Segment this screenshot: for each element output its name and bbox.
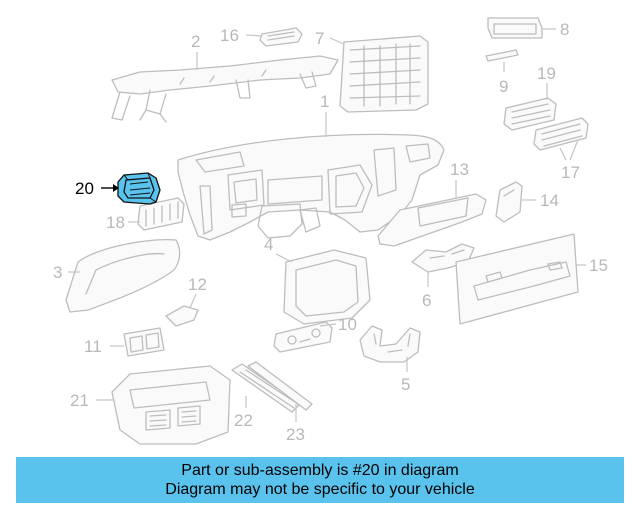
leader-17	[559, 139, 579, 161]
leader-12	[189, 293, 197, 309]
part-1-instrument-panel	[177, 133, 445, 241]
label-23: 23	[286, 425, 305, 444]
part-9-strip	[485, 49, 519, 62]
label-13: 13	[450, 160, 469, 179]
part-11-switch-block	[123, 327, 165, 357]
part-info-banner: Part or sub-assembly is #20 in diagram D…	[16, 457, 624, 503]
part-18-vent-grille	[137, 197, 185, 231]
label-8: 8	[560, 20, 569, 39]
part-13-lower-panel	[377, 193, 487, 247]
label-9: 9	[499, 77, 508, 96]
part-16-vent	[259, 27, 303, 47]
part-15-trim-panel	[455, 233, 579, 325]
arrow-20-icon	[113, 184, 119, 192]
banner-line-1: Part or sub-assembly is #20 in diagram	[181, 462, 459, 479]
part-19-vent	[503, 97, 557, 131]
part-5-bracket	[359, 325, 421, 363]
label-17: 17	[561, 163, 580, 182]
leader-10	[319, 323, 337, 327]
parts-diagram: 1 2 3 4 5 6 7	[53, 17, 608, 445]
part-4-glove-box	[283, 249, 371, 325]
label-14: 14	[540, 191, 559, 210]
label-2: 2	[191, 32, 200, 51]
part-6-small-bracket	[411, 243, 475, 273]
part-7-fuse-panel	[339, 35, 429, 113]
part-21-console	[111, 365, 231, 445]
part-10-switch-panel	[273, 321, 333, 353]
label-18: 18	[106, 213, 125, 232]
label-3: 3	[53, 263, 62, 282]
leader-16	[245, 34, 263, 37]
label-12: 12	[188, 275, 207, 294]
part-3-side-panel	[65, 239, 181, 313]
label-15: 15	[589, 256, 608, 275]
label-6: 6	[422, 291, 431, 310]
leader-7	[329, 37, 345, 45]
part-8-tray	[487, 17, 543, 39]
label-21: 21	[70, 391, 89, 410]
label-4: 4	[264, 235, 273, 254]
label-7: 7	[315, 29, 324, 48]
leader-4	[275, 253, 293, 263]
label-1: 1	[320, 92, 329, 111]
label-20: 20	[75, 179, 94, 198]
banner-line-2: Diagram may not be specific to your vehi…	[165, 481, 475, 498]
part-12-clip	[165, 305, 199, 327]
part-23-strip	[247, 361, 313, 411]
part-20-vent-housing	[117, 172, 161, 205]
label-11: 11	[84, 337, 102, 356]
label-19: 19	[537, 64, 556, 83]
part-2-cross-beam	[111, 55, 339, 123]
label-16: 16	[220, 26, 239, 45]
part-14-cover	[495, 181, 523, 223]
label-22: 22	[234, 411, 253, 430]
label-10: 10	[338, 315, 357, 334]
label-5: 5	[401, 375, 410, 394]
part-17-vent	[533, 117, 589, 151]
